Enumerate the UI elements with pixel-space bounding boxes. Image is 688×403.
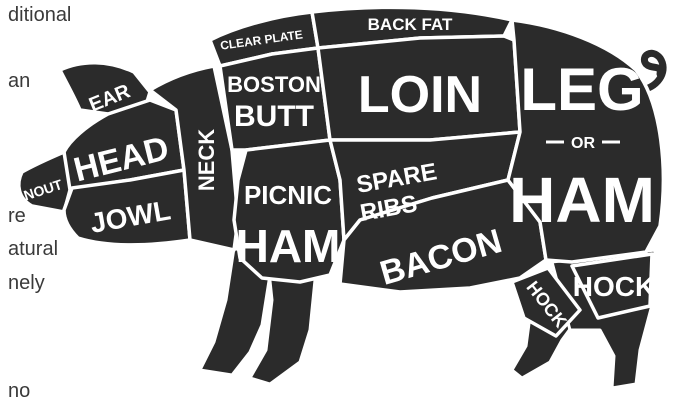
label-picnic: PICNIC [244,180,332,210]
label-boston: BOSTON [227,72,321,97]
label-hock-back: HOCK [573,271,655,302]
label-picnic-ham: HAM [236,220,341,272]
label-back-fat: BACK FAT [368,15,453,34]
cut-boston-butt [220,48,330,150]
label-neck: NECK [194,129,219,191]
label-loin: LOIN [358,66,482,124]
label-butt: BUTT [234,100,314,133]
label-leg: LEG [520,56,643,123]
label-leg-ham: HAM [509,164,655,236]
label-or: OR [571,135,595,152]
